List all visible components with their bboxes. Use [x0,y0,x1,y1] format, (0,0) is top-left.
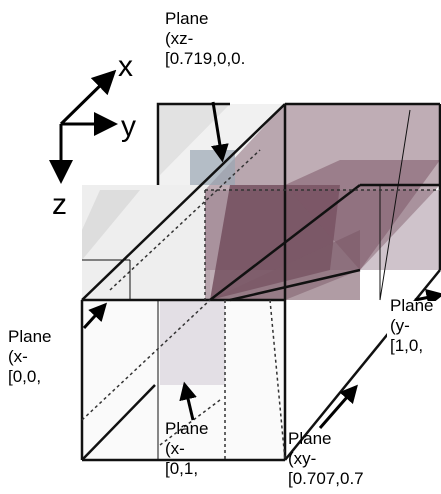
pointer-y [414,288,441,307]
edge-left-frame [156,102,230,185]
edge-front-diag [81,384,156,461]
label-x1-line1: Plane [165,419,208,438]
label-xy-line3: [0.707,0.7 [288,469,364,488]
label-x1: Plane (x- [0,1, [165,419,208,478]
dashed-7 [109,149,261,291]
label-x1-line3: [0,1, [165,459,198,478]
cube-edges-dashed [81,149,440,461]
pointer-xz [210,101,229,163]
label-x0-line1: Plane [8,327,51,346]
label-x0-line2: (x- [8,347,28,366]
faded-planes [82,104,285,460]
plane-triangle [285,160,440,270]
pointer-arrows [82,101,441,429]
label-y-line3: [1,0, [390,336,423,355]
axes-group: x y z [49,50,136,221]
label-y-line2: (y- [390,316,410,335]
cube-edges [80,102,441,462]
label-x0: Plane (x- [0,0, [8,327,51,386]
cube-edges-thin [82,109,411,460]
dashed-4 [269,299,286,461]
label-x0-line3: [0,0, [8,367,41,386]
pointer-x1 [179,381,197,421]
label-xz-line1: Plane [165,9,208,28]
label-y-line1: Plane [390,296,433,315]
label-xy-line1: Plane [288,429,331,448]
edge-diag-left [81,103,286,301]
label-xz: Plane (xz- [0.719,0,0. [165,9,245,68]
label-xz-line2: (xz- [165,29,193,48]
dashed-5 [81,299,211,421]
label-y: Plane (y- [1,0, [387,296,441,359]
edge-thin-5 [379,109,411,301]
label-xy-line2: (xy- [288,449,316,468]
y-axis-label: y [121,110,136,143]
x-axis-label: x [118,50,133,83]
pointer-x0 [82,302,108,330]
label-y-bg [387,301,441,359]
label-xy: Plane (xy- [0.707,0.7 [288,429,364,488]
label-x1-line2: (x- [165,439,185,458]
pointer-xy [318,384,358,429]
dashed-6 [159,399,221,446]
label-xz-line3: [0.719,0,0. [165,49,245,68]
diag-strip-1 [82,190,140,260]
bottom-faded-shade [160,300,225,385]
edge-diag-mid [229,268,361,302]
plane-small-blue [190,150,235,185]
diag-strip-2 [160,104,230,175]
z-axis-label: z [52,188,67,221]
x-axis-arrow [59,69,117,126]
edge-mid-diag [209,184,361,301]
